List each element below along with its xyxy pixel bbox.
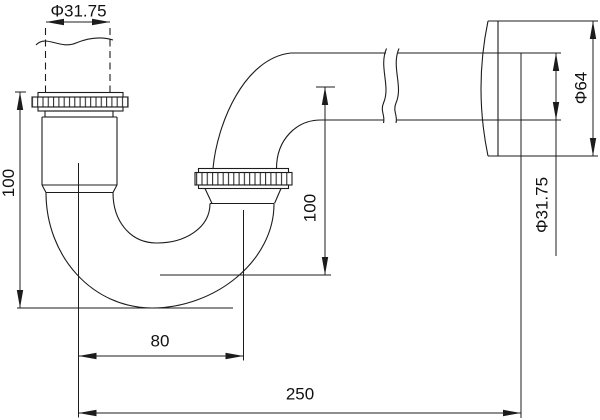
dimension-labels: Φ31.75 100 100 80 250 Φ64 Φ31.75 — [0, 2, 591, 404]
arrow-flange-dia-bottom — [589, 138, 597, 156]
inlet-nut-top-rim — [37, 91, 124, 98]
dim-label-overall-length: 250 — [286, 385, 314, 404]
arrow-inlet-dia-left — [46, 18, 64, 26]
arrow-trap-depth-bottom — [321, 257, 329, 275]
inlet-nut-skirt — [44, 110, 114, 118]
dim-label-center-distance: 80 — [151, 332, 170, 351]
arrow-flange-dia-top — [589, 21, 597, 39]
trap-body — [41, 116, 118, 194]
riser-joint — [194, 167, 293, 205]
dim-label-inlet-diameter: Φ31.75 — [50, 2, 106, 21]
arrow-center-distance-left — [78, 352, 97, 360]
dimension-arrowheads — [16, 18, 597, 417]
pipe-break-line-right — [394, 48, 400, 124]
arrow-center-distance-right — [225, 352, 244, 360]
outlet-pipe — [291, 48, 561, 124]
riser-nut-top-rim — [197, 167, 290, 174]
inlet-nut-knurl-band — [31, 96, 129, 108]
trap-body-taper-left — [41, 184, 47, 193]
dim-label-outlet-diameter: Φ31.75 — [533, 177, 552, 233]
arrow-outlet-dia-top — [552, 53, 560, 71]
dim-label-flange-diameter: Φ64 — [572, 72, 591, 104]
riser-cone-right-edge — [273, 188, 282, 204]
arrow-outlet-dia-bottom — [552, 102, 560, 120]
elbow-outer-curve — [212, 52, 292, 169]
arrow-overall-length-left — [78, 409, 97, 417]
riser-nut-knurl-band — [194, 171, 293, 186]
dim-label-trap-depth: 100 — [301, 194, 320, 222]
trap-body-taper-right — [112, 184, 118, 193]
outlet-elbow — [212, 52, 322, 169]
arrow-inlet-dia-right — [92, 18, 110, 26]
dimension-lines — [15, 21, 594, 418]
inlet-nut-bottom-rim — [37, 106, 124, 112]
riser-nut-bottom-rim — [197, 184, 290, 190]
inlet-slip-nut — [31, 91, 129, 118]
arrow-left-height-top — [16, 92, 24, 110]
riser-cone-left-edge — [204, 188, 213, 204]
arrow-left-height-bottom — [16, 290, 24, 308]
pipe-break-line-left — [381, 48, 388, 124]
arrow-overall-length-right — [503, 409, 521, 417]
u-bend — [45, 192, 275, 309]
inlet-pipe-hidden — [35, 28, 114, 92]
u-bend-inner-curve — [112, 192, 211, 244]
dim-label-left-height: 100 — [0, 169, 18, 197]
flange-face-arc — [480, 20, 489, 157]
arrow-trap-depth-top — [321, 87, 329, 105]
u-bend-outer-curve — [45, 192, 275, 309]
elbow-inner-curve — [275, 119, 322, 169]
wall-flange — [480, 20, 598, 157]
inlet-break-line — [35, 37, 114, 46]
